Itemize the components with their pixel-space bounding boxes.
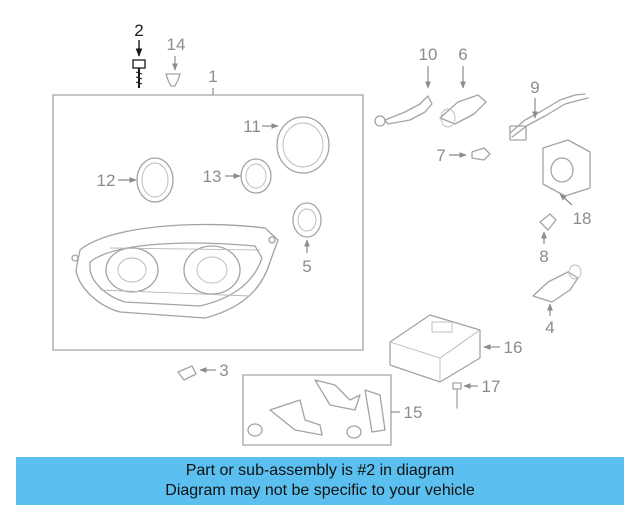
callout-16: 16 bbox=[504, 338, 523, 357]
part-14-clip bbox=[165, 56, 181, 87]
callout-1: 1 bbox=[208, 67, 217, 86]
callout-15: 15 bbox=[404, 403, 423, 422]
part-8-bulb bbox=[539, 213, 557, 244]
part-12-ring bbox=[118, 157, 174, 203]
callout-14: 14 bbox=[167, 35, 186, 54]
callout-3: 3 bbox=[219, 361, 228, 380]
part-18-igniter bbox=[542, 139, 591, 206]
part-16-control-module bbox=[389, 314, 500, 383]
callout-8: 8 bbox=[539, 247, 548, 266]
part-15-bracket-kit bbox=[242, 374, 400, 446]
callout-4: 4 bbox=[545, 318, 554, 337]
part-7-bulb bbox=[449, 147, 491, 161]
callout-7: 7 bbox=[436, 146, 445, 165]
part-13-ring bbox=[225, 158, 272, 194]
callout-13: 13 bbox=[203, 167, 222, 186]
part-11-dust-cap bbox=[262, 116, 330, 174]
callout-17: 17 bbox=[482, 377, 501, 396]
callout-10: 10 bbox=[419, 45, 438, 64]
part-4-bulb bbox=[532, 264, 582, 316]
callout-9: 9 bbox=[530, 78, 539, 97]
part-3-screw bbox=[177, 365, 216, 381]
info-banner: Part or sub-assembly is #2 in diagram Di… bbox=[16, 457, 624, 505]
callout-5: 5 bbox=[302, 257, 311, 276]
callout-18: 18 bbox=[573, 209, 592, 228]
banner-line-1: Part or sub-assembly is #2 in diagram bbox=[185, 462, 455, 479]
parts-diagram: 2 14 1 10 6 9 11 7 12 13 18 8 5 4 16 3 1… bbox=[52, 21, 592, 446]
callout-11: 11 bbox=[243, 117, 261, 136]
part-9-wiring bbox=[509, 93, 589, 141]
part-17-bolt bbox=[452, 382, 478, 409]
part-10-bulb bbox=[374, 66, 433, 127]
callout-2: 2 bbox=[134, 21, 143, 40]
headlamp-assembly bbox=[52, 88, 364, 351]
callout-12: 12 bbox=[97, 171, 116, 190]
callout-6: 6 bbox=[458, 45, 467, 64]
part-5-cap bbox=[292, 202, 322, 253]
part-6-bulb bbox=[439, 66, 487, 128]
banner-line-2: Diagram may not be specific to your vehi… bbox=[165, 482, 475, 499]
part-2-screw bbox=[132, 40, 146, 88]
